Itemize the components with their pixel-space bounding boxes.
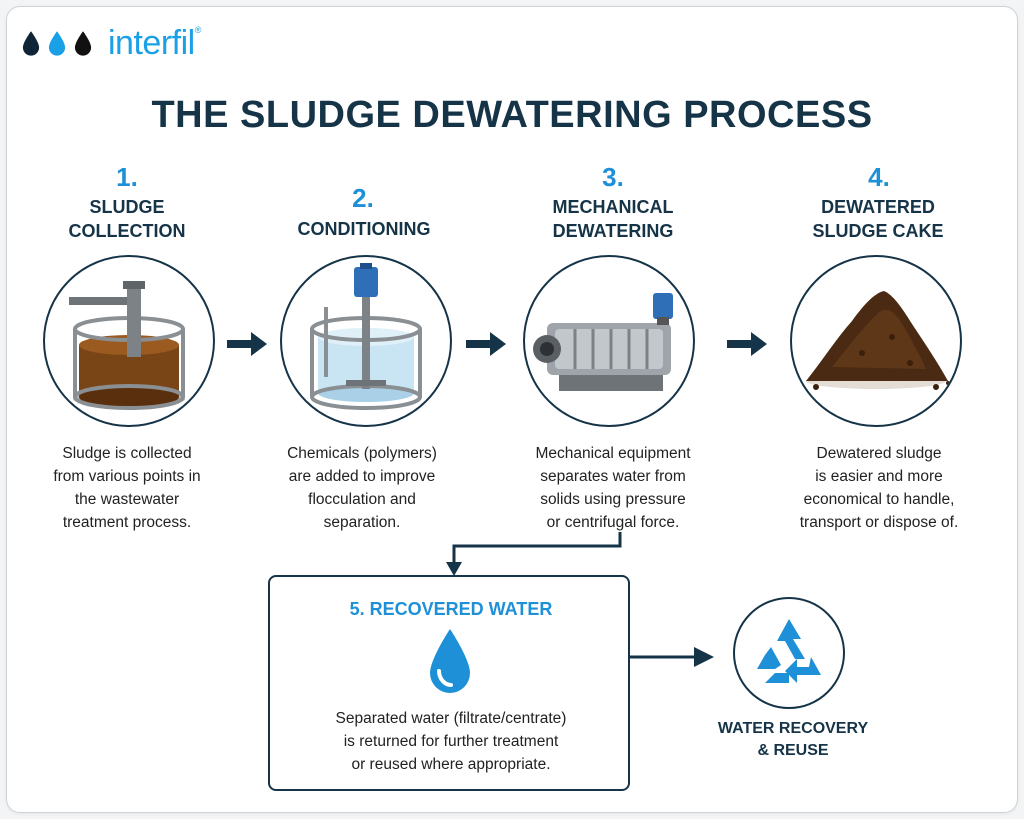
connector-arrow-down <box>446 532 622 576</box>
recovered-water-box: 5. RECOVERED WATER Separated water (filt… <box>268 575 630 791</box>
water-drop-icon <box>430 629 470 693</box>
step-2-number: 2. <box>352 183 374 213</box>
step-4-number: 4. <box>868 162 890 192</box>
dewatering-machine-illustration <box>523 255 695 427</box>
step-2-title: CONDITIONING <box>297 219 431 239</box>
drop-icon-black <box>74 31 92 56</box>
sludge-tank-illustration <box>43 255 215 427</box>
drop-icon-dark <box>22 31 40 56</box>
step-1-number: 1. <box>116 162 138 192</box>
drop-icon-blue <box>48 31 66 56</box>
recovered-water-description: Separated water (filtrate/centrate)is re… <box>335 710 567 773</box>
step-2-description: Chemicals (polymers)are added to improve… <box>287 445 437 531</box>
arrow-right-icon <box>727 332 767 356</box>
arrow-right-icon <box>227 332 267 356</box>
arrow-right-icon <box>466 332 506 356</box>
step-3-number: 3. <box>602 162 624 192</box>
conditioning-tank-illustration <box>280 255 452 427</box>
water-reuse-label: WATER RECOVERY& REUSE <box>717 720 869 759</box>
arrow-right-icon <box>628 647 714 667</box>
recycle-icon <box>757 619 821 683</box>
brand-logo: interfil® <box>22 26 201 60</box>
recovered-water-title: 5. RECOVERED WATER <box>349 599 553 619</box>
brand-name: interfil® <box>108 24 201 62</box>
recycle-circle <box>733 597 845 709</box>
sludge-cake-illustration <box>790 255 962 427</box>
page-title: THE SLUDGE DEWATERING PROCESS <box>151 94 873 136</box>
